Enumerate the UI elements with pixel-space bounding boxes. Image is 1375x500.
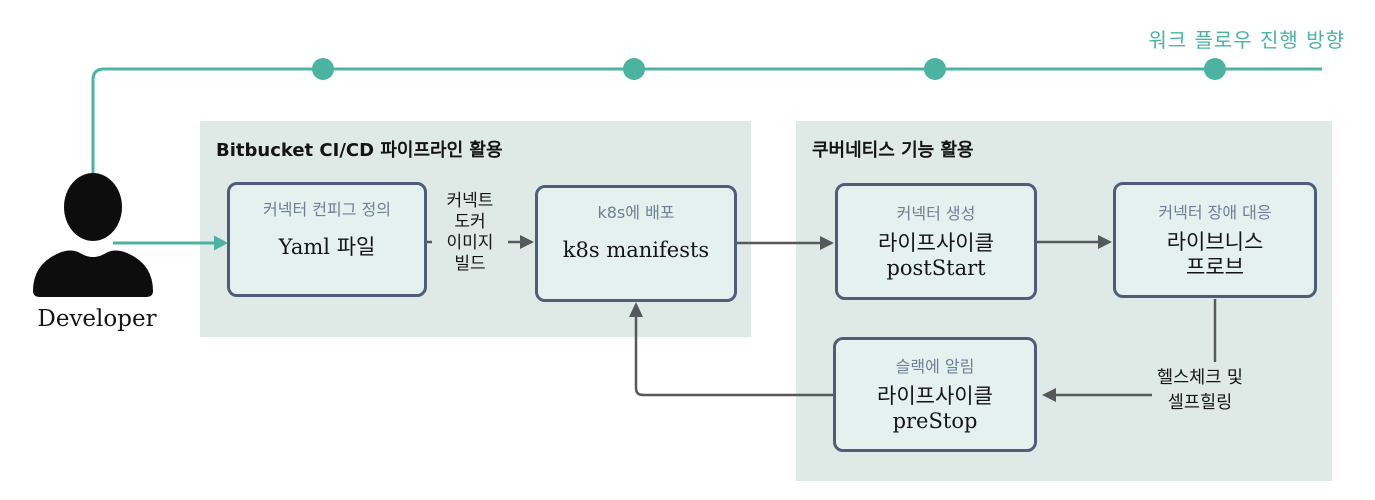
workflow-direction-label: 워크 플로우 진행 방향	[1148, 28, 1345, 52]
timeline-dot-1	[312, 58, 334, 80]
node-yaml-config-subtitle: 커넥터 컨피그 정의	[263, 200, 391, 219]
node-prestop-line2: 라이프사이클	[877, 384, 993, 408]
node-poststart-line2: 라이프사이클	[878, 231, 994, 255]
node-liveness-line2: 라이브니스	[1166, 230, 1264, 254]
label-docker-build-line: 커넥트	[446, 191, 494, 211]
timeline-dot-4	[1204, 58, 1226, 80]
node-liveness-subtitle: 커넥터 장애 대응	[1158, 203, 1272, 222]
timeline-dot-2	[623, 58, 645, 80]
node-prestop: 슬랙에 알림 라이프사이클 preStop	[833, 337, 1037, 452]
node-prestop-subtitle: 슬랙에 알림	[895, 357, 975, 376]
node-k8s-manifests-subtitle: k8s에 배포	[597, 203, 675, 222]
label-docker-build: 커넥트 도커 이미지 빌드	[432, 191, 508, 275]
node-k8s-manifests-title: k8s manifests	[562, 238, 710, 262]
label-docker-build-line: 이미지	[446, 233, 494, 253]
group-kubernetes-title: 쿠버네티스 기능 활용	[812, 140, 974, 161]
workflow-timeline-line	[91, 67, 1322, 180]
group-bitbucket-title: Bitbucket CI/CD 파이프라인 활용	[216, 140, 503, 161]
node-k8s-manifests: k8s에 배포 k8s manifests	[535, 185, 737, 302]
arrow-healthcheck-to-prestop	[1042, 388, 1152, 402]
arrow-developer-to-yaml	[113, 235, 228, 251]
arrow-prestop-to-k8s	[629, 302, 833, 397]
node-yaml-config: 커넥터 컨피그 정의 Yaml 파일	[227, 182, 427, 297]
node-poststart-subtitle: 커넥터 생성	[896, 204, 976, 223]
node-poststart: 커넥터 생성 라이프사이클 postStart	[835, 183, 1037, 300]
node-yaml-config-title: Yaml 파일	[278, 235, 376, 259]
label-healthcheck: 헬스체크 및 셀프힐링	[1115, 366, 1285, 416]
label-docker-build-line: 도커	[454, 212, 486, 232]
node-liveness-line3: 프로브	[1186, 255, 1244, 279]
arrow-poststart-to-liveness	[1037, 235, 1112, 249]
label-healthcheck-line: 헬스체크 및	[1156, 368, 1244, 388]
node-poststart-line3: postStart	[886, 256, 986, 280]
label-docker-build-line: 빌드	[454, 254, 486, 274]
arrow-k8s-to-poststart	[737, 236, 834, 250]
node-liveness-probe: 커넥터 장애 대응 라이브니스 프로브	[1113, 182, 1317, 298]
timeline-dot-3	[924, 58, 946, 80]
label-healthcheck-line: 셀프힐링	[1167, 393, 1233, 413]
developer-icon	[33, 173, 153, 297]
node-prestop-line3: preStop	[892, 409, 978, 433]
developer-label: Developer	[37, 306, 157, 332]
